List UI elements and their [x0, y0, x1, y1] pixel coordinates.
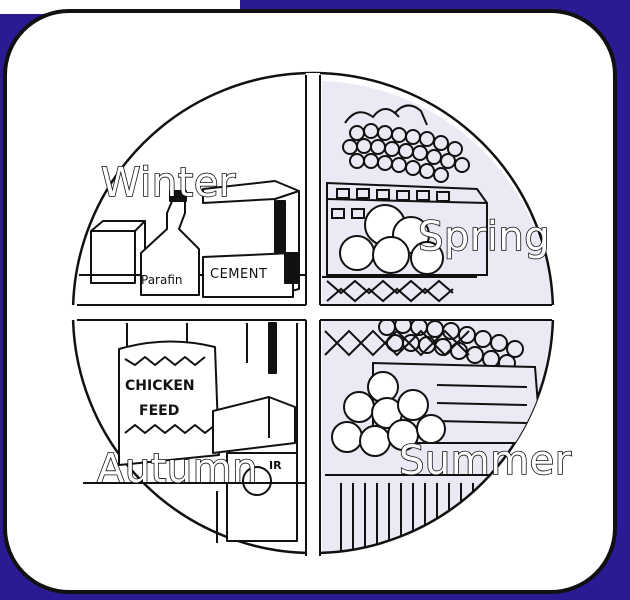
feed-label: FEED [139, 403, 179, 419]
chicken-label: CHICKEN [125, 378, 195, 394]
seasons-circle-illustration [7, 13, 617, 594]
winter-label: Winter [101, 160, 236, 206]
autumn-label: Autumn [97, 446, 258, 492]
illustration-card: Parafin CEMENT CHICKEN FEED IR Winter Sp… [3, 9, 617, 594]
summer-label: Summer [399, 438, 572, 484]
spring-label: Spring [418, 214, 550, 260]
can-label: IR [269, 459, 282, 472]
paraffin-label: Parafin [141, 273, 183, 287]
autumn-sketch [83, 323, 305, 543]
horizontal-divider [69, 305, 559, 320]
cement-label: CEMENT [210, 267, 267, 282]
